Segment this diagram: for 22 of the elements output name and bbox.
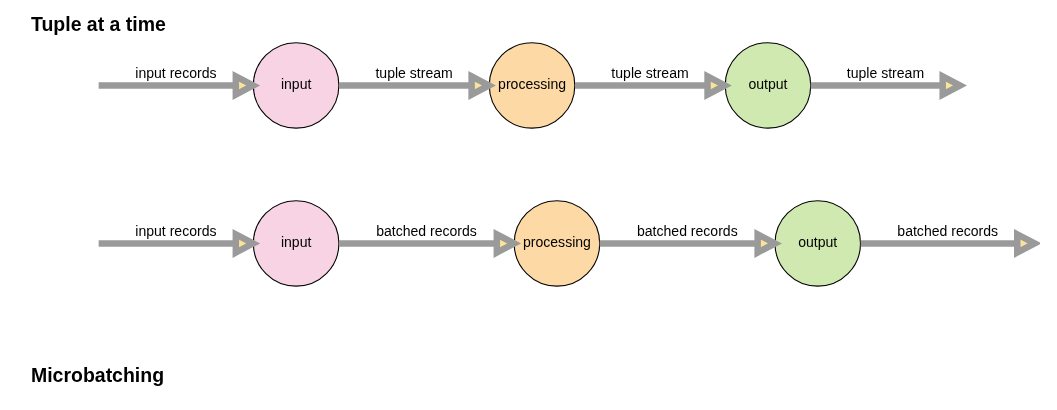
- arrow: [574, 70, 732, 100]
- node-circle: processing: [488, 42, 575, 129]
- caption: Microbatching: [30, 363, 164, 386]
- node-circle: processing: [513, 200, 600, 287]
- arrow: [338, 228, 521, 258]
- edge-label: batched records: [896, 223, 998, 240]
- edge-label: batched records: [375, 223, 477, 240]
- arrow: [860, 228, 1040, 258]
- edge-label: input records: [134, 223, 217, 240]
- arrow: [338, 70, 496, 100]
- edge-label: tuple stream: [846, 65, 924, 82]
- diagram-title: Tuple at a time: [30, 13, 166, 36]
- node-circle: input: [252, 200, 339, 287]
- arrow: [810, 70, 967, 100]
- edge-label: tuple stream: [374, 65, 453, 82]
- node-circle: input: [252, 42, 339, 129]
- node-circle: output: [724, 42, 811, 129]
- edge-label: tuple stream: [610, 65, 689, 82]
- edge-label: input records: [134, 65, 217, 82]
- arrow: [599, 228, 782, 258]
- node-circle: output: [773, 200, 861, 287]
- edge-label: batched records: [636, 223, 738, 240]
